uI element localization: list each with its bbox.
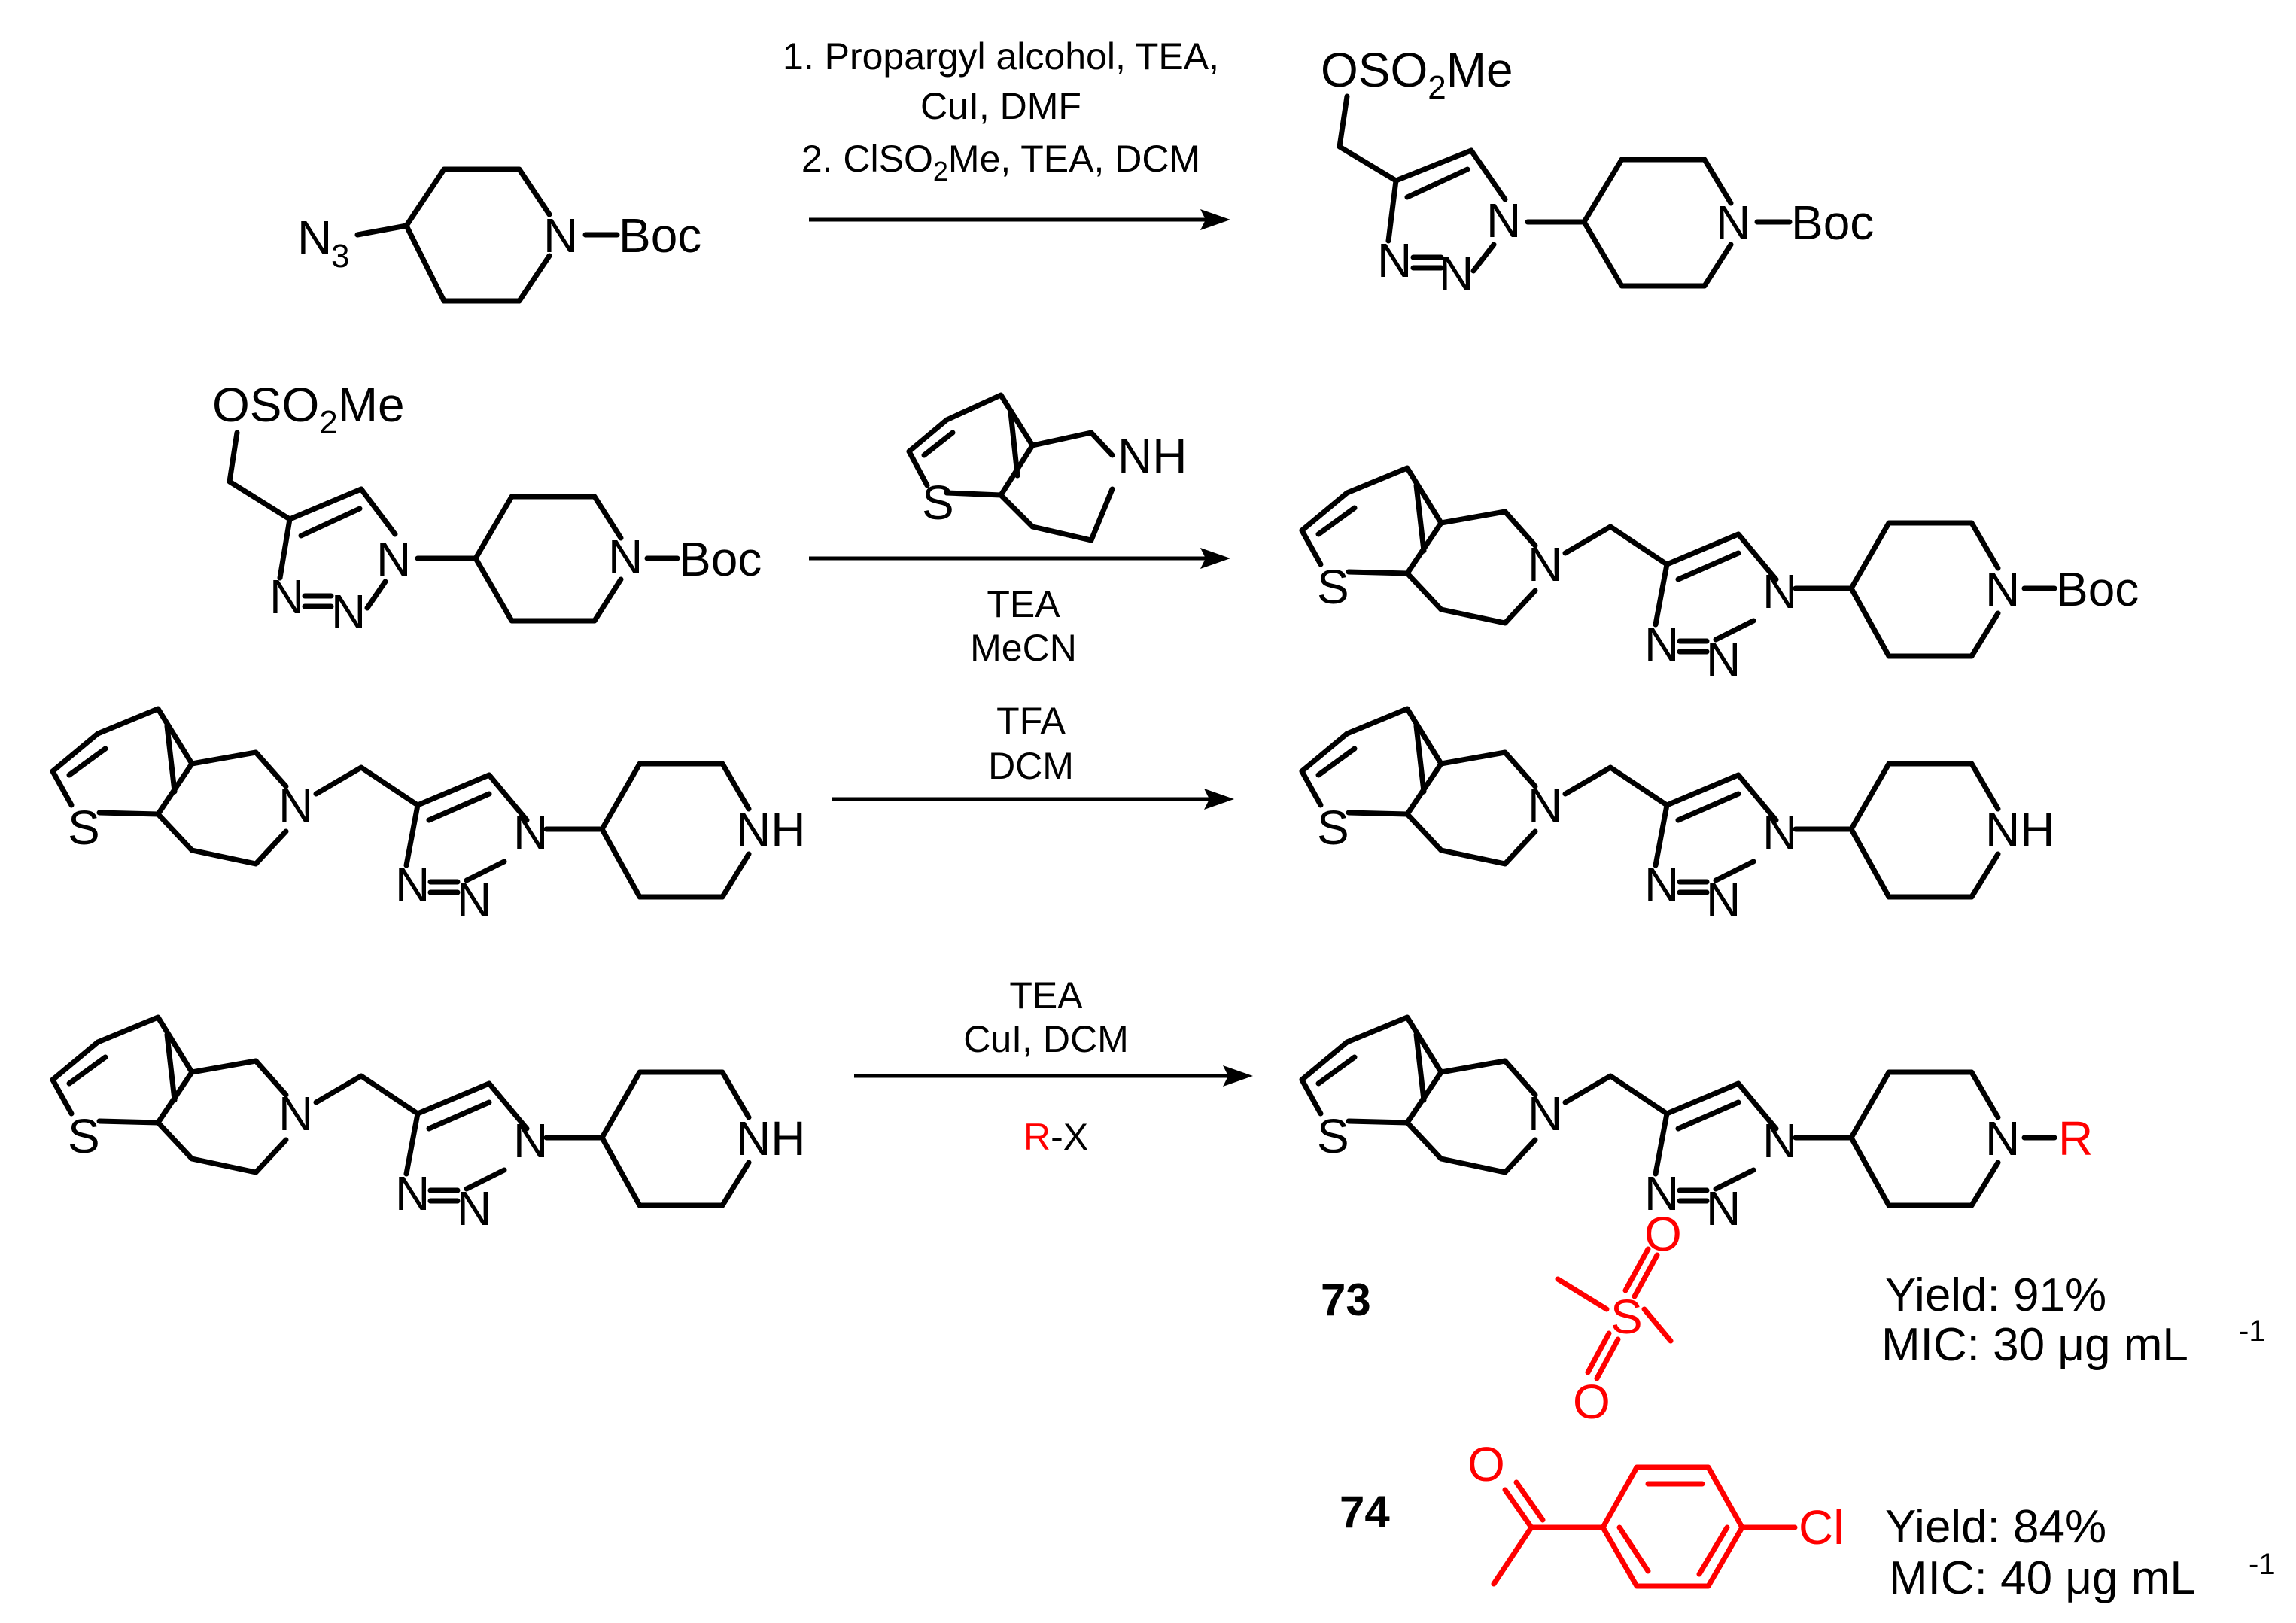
triazole-n: N [457, 1181, 491, 1235]
atom-boc: Boc [2056, 562, 2139, 616]
atom-n: N [278, 1087, 313, 1141]
atom-s: S [1317, 560, 1349, 614]
reaction-4-condition-2: CuI, DCM [963, 1018, 1128, 1060]
atom-boc: Boc [619, 208, 701, 263]
triazole-n: N [395, 1166, 430, 1220]
reaction-3: TFA DCM [832, 700, 1234, 810]
triazole-n: N [1706, 873, 1741, 927]
reagent-thienopyridine: S NH [906, 392, 1187, 543]
atom-n: N [1528, 1087, 1562, 1141]
reaction-4-reagent: R-X [1023, 1116, 1088, 1158]
reaction-1-condition-3: 2. ClSO2Me, TEA, DCM [801, 138, 1200, 187]
triazole-n1: N [1762, 564, 1797, 619]
triazole-n1: N [1762, 805, 1797, 859]
atom-s: S [68, 801, 100, 855]
triazole-n1: N [1486, 193, 1521, 248]
atom-o: O [1644, 1207, 1682, 1261]
yield-text: Yield: 84% [1885, 1501, 2106, 1553]
triazole-n: N [395, 858, 430, 912]
reaction-1-condition-1: 1. Propargyl alcohol, TEA, [783, 35, 1219, 78]
thienopyridine-triazole-piperidine: S N N N N NH [53, 709, 805, 927]
thienopyridine-triazole-piperidine-boc: S N N N N N Boc [1302, 468, 2139, 686]
mic-text: MIC: 40 μg mL [1889, 1552, 2196, 1604]
reaction-4: TEA CuI, DCM R-X [854, 974, 1253, 1158]
atom-n3-subscript: 3 [331, 238, 349, 275]
reaction-3-arrowhead [1204, 789, 1234, 810]
triazole-n1: N [513, 805, 548, 859]
reaction-3-condition-2: DCM [988, 745, 1074, 787]
triazole-n: N [1644, 617, 1679, 671]
atom-n3: N [297, 211, 332, 265]
methanesulfonyl-group: S O O [1555, 1207, 1682, 1429]
atom-nh: NH [1118, 429, 1187, 483]
triazole-n: N [1439, 246, 1473, 300]
reaction-2: S NH TEA MeCN [809, 392, 1230, 669]
atom-o: O [1467, 1437, 1505, 1491]
triazole-n: N [1644, 1166, 1679, 1220]
triazole-n: N [269, 570, 304, 624]
atom-s: S [1317, 1109, 1349, 1163]
triazole-n1: N [376, 532, 411, 586]
triazole-n: N [1377, 233, 1412, 287]
reaction-4-condition-1: TEA [1009, 974, 1083, 1017]
atom-s: S [922, 476, 954, 530]
atom-n: N [1716, 196, 1750, 250]
triazole-n: N [1644, 858, 1679, 912]
mesylate-label: OSO2Me [212, 378, 405, 441]
atom-nh: NH [736, 1111, 805, 1166]
atom-nh: NH [1985, 803, 2054, 857]
reaction-2-arrowhead [1200, 548, 1230, 569]
reaction-1-condition-2: CuI, DMF [920, 85, 1081, 127]
mesylate-triazole-piperidine-boc: OSO2Me N N N N Boc [212, 378, 762, 639]
atom-o: O [1573, 1375, 1610, 1429]
atom-s: S [1610, 1290, 1643, 1344]
compound-number: 73 [1321, 1275, 1371, 1325]
atom-n: N [543, 208, 578, 263]
thienopyridine-triazole-piperidine: S N N N N NH [53, 1017, 805, 1235]
triazole-n: N [457, 873, 491, 927]
reaction-2-condition-2: MeCN [970, 627, 1077, 669]
triazole-n1: N [513, 1114, 548, 1168]
atom-s: S [68, 1109, 100, 1163]
triazole-n: N [1706, 632, 1741, 686]
yield-text: Yield: 91% [1885, 1269, 2106, 1321]
thienopyridine-triazole-piperidine: S N N N N NH [1302, 709, 2054, 927]
atom-n: N [608, 530, 643, 584]
mesylate-label: OSO2Me [1321, 43, 1513, 106]
final-product-n-r: S N N N N N R [1302, 1017, 2093, 1235]
compound-number: 74 [1340, 1487, 1390, 1537]
azido-piperidine-boc: N 3 N Boc [297, 166, 701, 304]
mic-unit-superscript: -1 [2239, 1315, 2266, 1348]
reaction-3-condition-1: TFA [996, 700, 1066, 742]
mic-unit-superscript: -1 [2249, 1548, 2276, 1581]
mic-text: MIC: 30 μg mL [1881, 1319, 2188, 1371]
atom-n: N [1528, 778, 1562, 832]
reaction-2-condition-1: TEA [987, 583, 1060, 625]
atom-n: N [1985, 562, 2020, 616]
triazole-n1: N [1762, 1114, 1797, 1168]
triazole-n: N [331, 585, 366, 639]
atom-n: N [278, 778, 313, 832]
compound-74: 74 O Cl Yield: 84% MIC: 40 μg mL -1 [1340, 1437, 2276, 1604]
reaction-1-arrowhead [1200, 209, 1230, 230]
triazole-n: N [1706, 1181, 1741, 1235]
reaction-1: 1. Propargyl alcohol, TEA, CuI, DMF 2. C… [783, 35, 1230, 230]
atom-boc: Boc [679, 532, 762, 586]
atom-nh: NH [736, 803, 805, 857]
atom-n: N [1985, 1111, 2020, 1166]
atom-boc: Boc [1791, 196, 1874, 250]
atom-cl: Cl [1799, 1500, 1844, 1555]
atom-r: R [2058, 1111, 2093, 1166]
atom-n: N [1528, 537, 1562, 591]
reaction-4-arrowhead [1223, 1065, 1253, 1087]
compound-73: 73 S O O Yield: 91% MIC: 30 μg mL -1 [1321, 1207, 2266, 1429]
atom-s: S [1317, 801, 1349, 855]
mesylate-triazole-piperidine-boc: OSO2Me N N N N Boc [1321, 43, 1874, 300]
4-chlorobenzoyl-group: O Cl [1467, 1437, 1844, 1589]
